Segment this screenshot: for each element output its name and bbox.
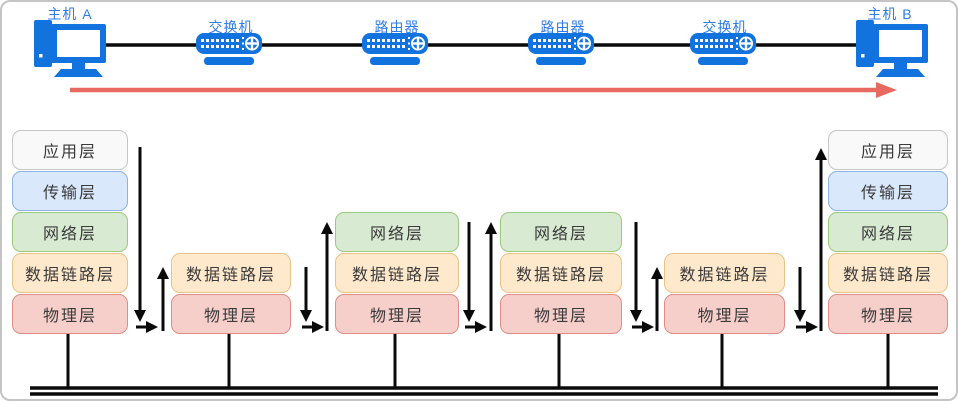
- stack-switch-1: 数据链路层 物理层: [171, 253, 291, 335]
- layer-box-network: 网络层: [12, 212, 128, 252]
- layer-box-datalink: 数据链路层: [500, 253, 622, 293]
- device-label-switch-2: 交换机: [702, 19, 748, 35]
- stack-switch-2: 数据链路层 物理层: [664, 253, 785, 335]
- host-computer-icon: [34, 20, 106, 77]
- layer-box-application: 应用层: [12, 130, 128, 170]
- layer-box-datalink: 数据链路层: [828, 253, 948, 293]
- device-label-router-1: 路由器: [374, 19, 420, 35]
- layer-box-datalink: 数据链路层: [12, 253, 128, 293]
- device-label-router-2: 路由器: [540, 19, 586, 35]
- bus-line: [30, 386, 938, 396]
- host-computer-icon: [856, 20, 928, 77]
- device-label-host-b: 主机 B: [867, 6, 913, 22]
- stack-router-1: 网络层 数据链路层 物理层: [335, 212, 459, 335]
- stack-host-a: 应用层 传输层 网络层 数据链路层 物理层: [12, 130, 128, 335]
- layer-box-physical: 物理层: [335, 294, 459, 334]
- layer-box-datalink: 数据链路层: [335, 253, 459, 293]
- layer-box-datalink: 数据链路层: [171, 253, 291, 293]
- layer-box-physical: 物理层: [828, 294, 948, 334]
- layer-box-network: 网络层: [335, 212, 459, 252]
- stack-host-b: 应用层 传输层 网络层 数据链路层 物理层: [828, 130, 948, 335]
- layer-box-application: 应用层: [828, 130, 948, 170]
- layer-box-network: 网络层: [828, 212, 948, 252]
- layer-box-physical: 物理层: [171, 294, 291, 334]
- layer-box-transport: 传输层: [12, 171, 128, 211]
- physical-drop-lines: [66, 332, 890, 388]
- layer-box-network: 网络层: [500, 212, 622, 252]
- flow-arrow-red: [70, 82, 897, 98]
- layer-box-physical: 物理层: [664, 294, 785, 334]
- stack-router-2: 网络层 数据链路层 物理层: [500, 212, 622, 335]
- switch-icon: [196, 33, 262, 65]
- switch-icon: [690, 33, 756, 65]
- layer-box-datalink: 数据链路层: [664, 253, 785, 293]
- layer-box-transport: 传输层: [828, 171, 948, 211]
- layer-box-physical: 物理层: [500, 294, 622, 334]
- router-icon: [362, 33, 428, 65]
- device-label-switch-1: 交换机: [208, 19, 254, 35]
- layer-arrows: [134, 147, 827, 333]
- router-icon: [528, 33, 594, 65]
- device-label-host-a: 主机 A: [47, 6, 93, 22]
- layer-box-physical: 物理层: [12, 294, 128, 334]
